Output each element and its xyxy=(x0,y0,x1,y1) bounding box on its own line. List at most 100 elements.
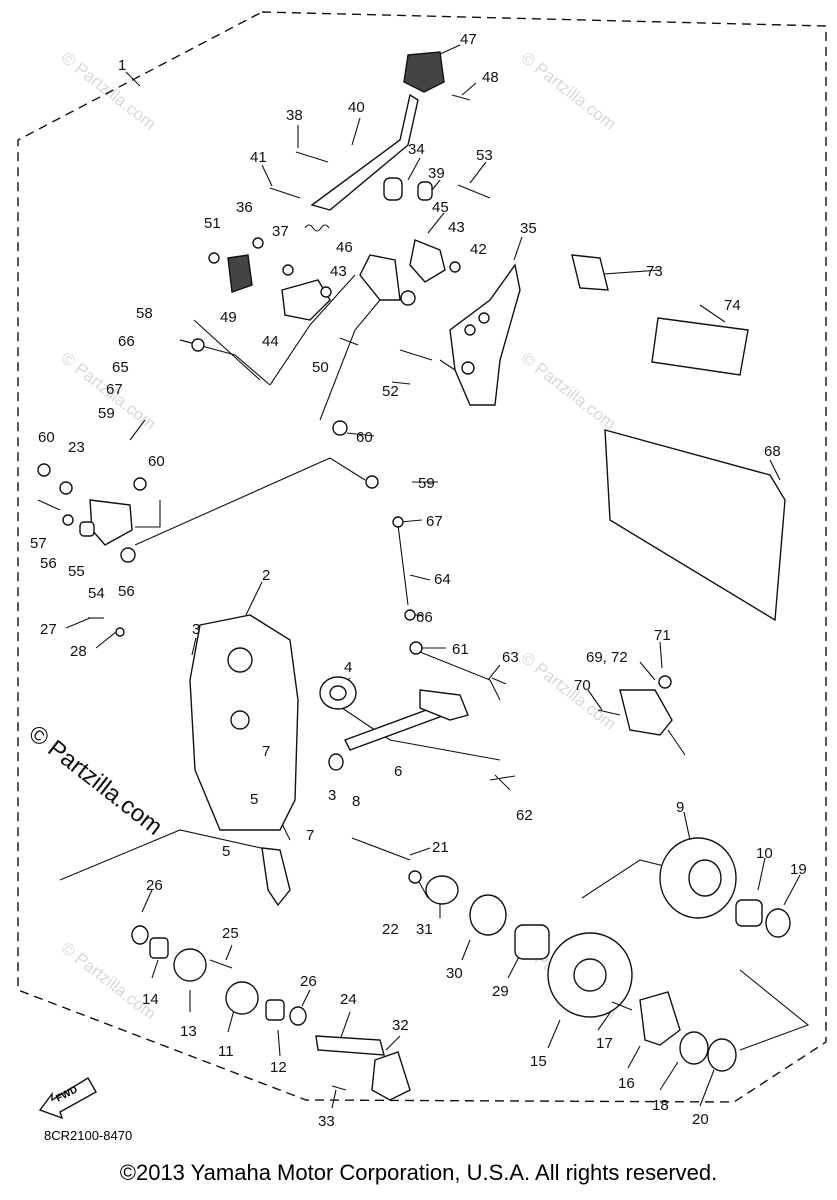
callout: 49 xyxy=(220,309,237,326)
callout: 59 xyxy=(418,475,435,492)
plate-74 xyxy=(651,317,749,376)
callout: 45 xyxy=(432,199,449,216)
washer-28 xyxy=(115,627,125,637)
callout: 17 xyxy=(596,1035,613,1052)
callout: 16 xyxy=(618,1075,635,1092)
callout: 67 xyxy=(426,513,443,530)
lever-40 xyxy=(310,93,419,211)
callout: 26 xyxy=(146,877,163,894)
callout: 71 xyxy=(654,627,671,644)
plate-45 xyxy=(409,239,446,283)
plate-32 xyxy=(371,1051,411,1101)
callout: 30 xyxy=(446,965,463,982)
callout: 60 xyxy=(148,453,165,470)
gear-13 xyxy=(173,948,207,982)
watermark-text: © Partzilla.com xyxy=(518,48,620,134)
pin-48 xyxy=(451,94,471,101)
callout: 1 xyxy=(118,57,126,74)
callout: 46 xyxy=(336,239,353,256)
ring-18 xyxy=(679,1031,709,1065)
callout: 28 xyxy=(70,643,87,660)
shaft-24 xyxy=(315,1035,385,1056)
callout: 2 xyxy=(262,567,270,584)
washer-26a xyxy=(131,925,149,945)
callout: 54 xyxy=(88,585,105,602)
washer-56b xyxy=(120,547,136,563)
callout: 67 xyxy=(106,381,123,398)
callout: 48 xyxy=(482,69,499,86)
cam-16 xyxy=(639,991,681,1046)
bush-14 xyxy=(149,937,169,959)
callout: 44 xyxy=(262,333,279,350)
callout: 29 xyxy=(492,983,509,1000)
oring-8 xyxy=(328,753,344,771)
end-59b xyxy=(365,475,379,489)
callout: 15 xyxy=(530,1053,547,1070)
callout: 13 xyxy=(180,1023,197,1040)
bolt-57 xyxy=(37,499,61,511)
callout: 36 xyxy=(236,199,253,216)
nut-37 xyxy=(282,264,294,276)
callout: 4 xyxy=(344,659,352,676)
callout: 50 xyxy=(312,359,329,376)
fwd-arrow-icon xyxy=(38,1077,97,1120)
callout: 9 xyxy=(676,799,684,816)
callout: 23 xyxy=(68,439,85,456)
sleeve-29 xyxy=(514,924,550,960)
callout: 7 xyxy=(262,743,270,760)
callout: 64 xyxy=(434,571,451,588)
callout: 25 xyxy=(222,925,239,942)
callout: 8 xyxy=(352,793,360,810)
nut-60b xyxy=(37,463,51,477)
callout: 3 xyxy=(192,621,200,638)
nut-22 xyxy=(408,870,422,884)
pin-62 xyxy=(489,775,516,781)
callout: 52 xyxy=(382,383,399,400)
callout: 51 xyxy=(204,215,221,232)
callout: 65 xyxy=(112,359,129,376)
bracket-35 xyxy=(449,263,521,406)
spring-seat-31 xyxy=(425,875,459,905)
callout: 59 xyxy=(98,405,115,422)
callout: 35 xyxy=(520,220,537,237)
callout: 27 xyxy=(40,621,57,638)
arm-6 xyxy=(419,689,469,721)
link-5 xyxy=(261,847,291,907)
callout: 61 xyxy=(452,641,469,658)
callout: 24 xyxy=(340,991,357,1008)
bolt-70 xyxy=(597,709,621,716)
callout: 42 xyxy=(470,241,487,258)
bolt-33 xyxy=(331,1085,347,1091)
callout: 18 xyxy=(652,1097,669,1114)
callout: 31 xyxy=(416,921,433,938)
callout: 37 xyxy=(272,223,289,240)
callout: 56 xyxy=(40,555,57,572)
washer-26b xyxy=(289,1006,307,1026)
nut-66b xyxy=(404,609,416,621)
callout: 60 xyxy=(38,429,55,446)
watermark-text: © Partzilla.com xyxy=(518,348,620,434)
callout: 58 xyxy=(136,305,153,322)
callout: 62 xyxy=(516,807,533,824)
callout: 66 xyxy=(416,609,433,626)
callout: 43 xyxy=(448,219,465,236)
callout: 73 xyxy=(646,263,663,280)
callout: 43 xyxy=(330,263,347,280)
sensor-69 xyxy=(619,689,673,736)
part-shapes xyxy=(37,51,791,1120)
callout: 66 xyxy=(118,333,135,350)
rod-64 xyxy=(397,524,409,606)
decal-73 xyxy=(571,254,609,291)
gear-11 xyxy=(225,981,259,1015)
callout: 21 xyxy=(432,839,449,856)
callout: 57 xyxy=(30,535,47,552)
callout: 47 xyxy=(460,31,477,48)
bolt-53 xyxy=(457,184,491,199)
callout: 38 xyxy=(286,107,303,124)
bolt-41 xyxy=(269,187,301,199)
nut-71 xyxy=(658,675,672,689)
nut-60a xyxy=(332,420,348,436)
callout: 5 xyxy=(250,791,258,808)
nut-51 xyxy=(208,252,220,264)
copyright-notice: ©2013 Yamaha Motor Corporation, U.S.A. A… xyxy=(119,1160,718,1185)
